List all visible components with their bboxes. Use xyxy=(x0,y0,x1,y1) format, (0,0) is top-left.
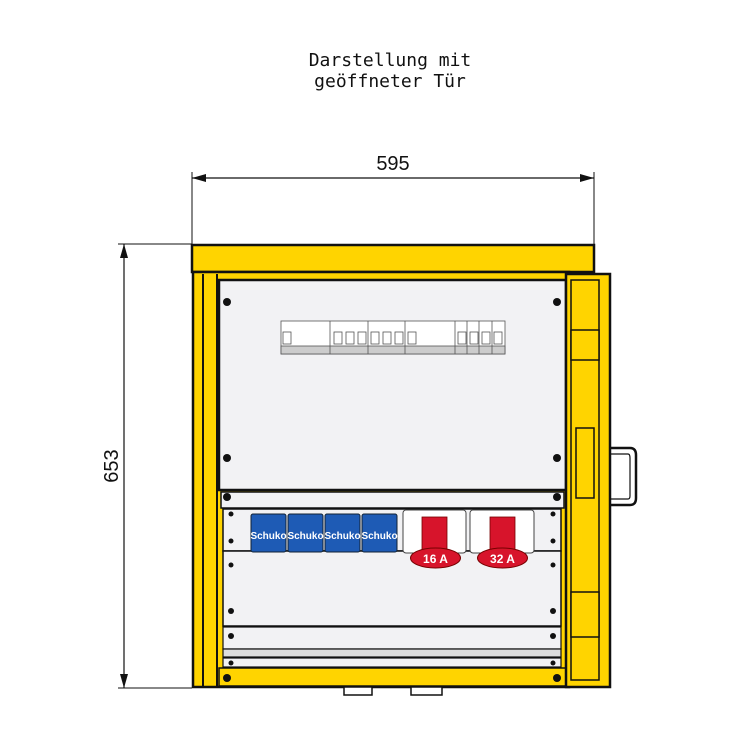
schuko-socket: Schuko xyxy=(324,513,361,553)
screws xyxy=(223,298,561,682)
cee-socket-32a: 32 A xyxy=(469,509,535,569)
height-label: 653 xyxy=(101,449,123,482)
rcd-switch-1 xyxy=(282,331,292,345)
svg-text:Schuko: Schuko xyxy=(287,531,323,542)
width-label: 595 xyxy=(376,153,409,175)
height-dimension: 653 xyxy=(101,243,192,689)
cable-glands xyxy=(343,686,443,696)
svg-text:16 A: 16 A xyxy=(423,552,448,566)
width-dimension: 595 xyxy=(191,153,595,245)
housing xyxy=(190,243,596,689)
rcd-switch-2 xyxy=(407,331,417,345)
schuko-socket: Schuko xyxy=(361,513,398,553)
cee-socket-16a: 16 A xyxy=(402,509,467,569)
upper-panel xyxy=(217,278,568,492)
schuko-socket: Schuko xyxy=(250,513,287,553)
breaker-strip xyxy=(280,320,506,355)
open-door xyxy=(564,272,638,689)
title-line-2: geöffneter Tür xyxy=(314,71,466,92)
schuko-sockets: Schuko Schuko Schuko Schuko xyxy=(250,513,398,553)
title-line-1: Darstellung mit xyxy=(309,50,472,71)
svg-text:32 A: 32 A xyxy=(490,552,515,566)
roof-cap xyxy=(190,243,596,274)
schuko-socket: Schuko xyxy=(287,513,324,553)
svg-text:Schuko: Schuko xyxy=(324,531,360,542)
svg-text:Schuko: Schuko xyxy=(361,531,397,542)
svg-text:Schuko: Schuko xyxy=(250,531,286,542)
door-handle xyxy=(610,446,638,507)
